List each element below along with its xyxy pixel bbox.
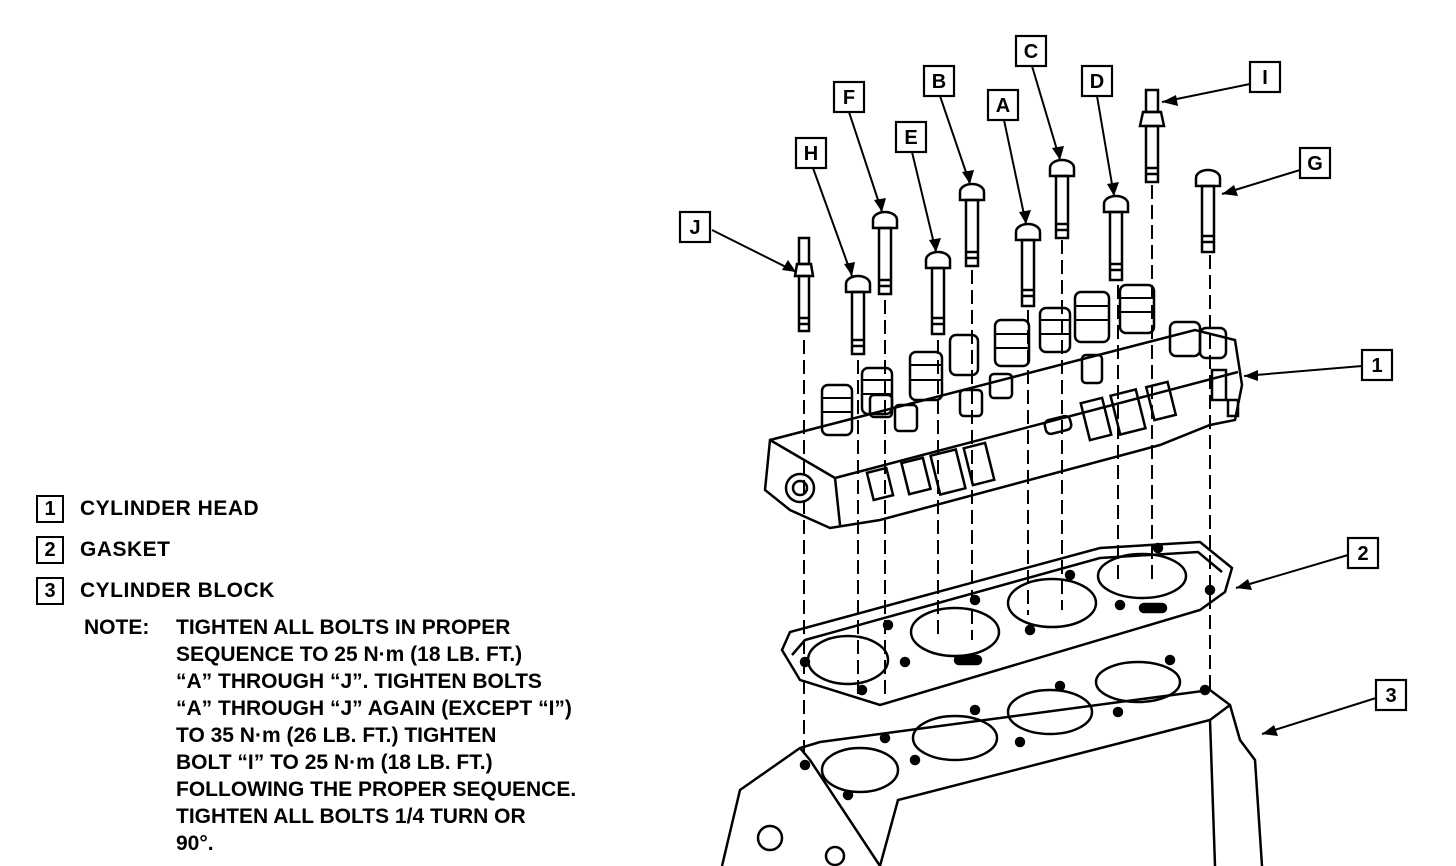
note-line: “A” THROUGH “J” AGAIN (EXCEPT “I”)	[176, 697, 572, 720]
callout-1	[1360, 348, 1394, 382]
legend-item-gasket: 2 GASKET	[36, 536, 171, 564]
bolt-a	[1014, 222, 1042, 308]
legend-number: 1	[36, 495, 64, 523]
bolt-c	[1048, 158, 1076, 240]
callout-i-text: I	[1262, 67, 1268, 89]
callout-g	[1298, 146, 1332, 180]
bolt-b	[958, 182, 986, 268]
callout-b	[922, 64, 956, 98]
bolt-f	[871, 210, 899, 296]
note-line: “A” THROUGH “J”. TIGHTEN BOLTS	[176, 670, 542, 693]
callout-b-text: B	[932, 71, 946, 93]
callout-c	[1014, 34, 1048, 68]
callout-3	[1374, 678, 1408, 712]
bolt-alignment-lines	[803, 185, 1211, 770]
note-line: TIGHTEN ALL BOLTS IN PROPER	[176, 616, 511, 639]
note-heading: NOTE:	[84, 616, 150, 639]
note-line: TIGHTEN ALL BOLTS 1/4 TURN OR	[176, 805, 526, 828]
callout-a	[986, 88, 1020, 122]
callout-h	[794, 136, 828, 170]
note-line: BOLT “I” TO 25 N·m (18 LB. FT.)	[176, 751, 493, 774]
callout-e	[894, 120, 928, 154]
bolt-i	[1138, 88, 1166, 184]
callout-c-text: C	[1024, 41, 1038, 63]
cylinder-head	[763, 283, 1244, 530]
legend-label: GASKET	[80, 538, 171, 561]
callout-h-text: H	[804, 143, 818, 165]
leader-lines	[711, 65, 1377, 735]
callout-a-text: A	[996, 95, 1010, 117]
callout-d-text: D	[1090, 71, 1104, 93]
legend-label: CYLINDER BLOCK	[80, 579, 275, 602]
callout-j-text: J	[689, 217, 700, 239]
torque-note: NOTE: TIGHTEN ALL BOLTS IN PROPER SEQUENC…	[84, 614, 724, 857]
callout-d	[1080, 64, 1114, 98]
legend-item-cylinder-head: 1 CYLINDER HEAD	[36, 495, 259, 523]
callout-3-text: 3	[1385, 685, 1396, 707]
callout-2	[1346, 536, 1380, 570]
legend-number: 3	[36, 577, 64, 605]
legend-label: CYLINDER HEAD	[80, 497, 260, 520]
bolt-e	[924, 250, 952, 336]
head-bolts	[793, 88, 1222, 356]
callout-j	[678, 210, 712, 244]
head-gasket	[780, 540, 1234, 707]
bolt-d	[1102, 194, 1130, 282]
legend-item-cylinder-block: 3 CYLINDER BLOCK	[36, 577, 275, 605]
bolt-g	[1194, 168, 1222, 254]
callout-2-text: 2	[1357, 543, 1368, 565]
note-line: 90°.	[176, 832, 214, 855]
legend-number: 2	[36, 536, 64, 564]
callout-f-text: F	[843, 87, 855, 109]
callout-e-text: E	[904, 127, 917, 149]
bolt-j	[793, 236, 815, 333]
callout-i	[1248, 60, 1282, 94]
bolt-h	[844, 274, 872, 356]
callout-1-text: 1	[1371, 355, 1382, 377]
callout-g-text: G	[1307, 153, 1323, 175]
note-line: FOLLOWING THE PROPER SEQUENCE.	[176, 778, 577, 801]
bolt-callouts	[678, 34, 1408, 712]
note-line: TO 35 N·m (26 LB. FT.) TIGHTEN	[176, 724, 497, 747]
callout-f	[832, 80, 866, 114]
note-line: SEQUENCE TO 25 N·m (18 LB. FT.)	[176, 643, 523, 666]
